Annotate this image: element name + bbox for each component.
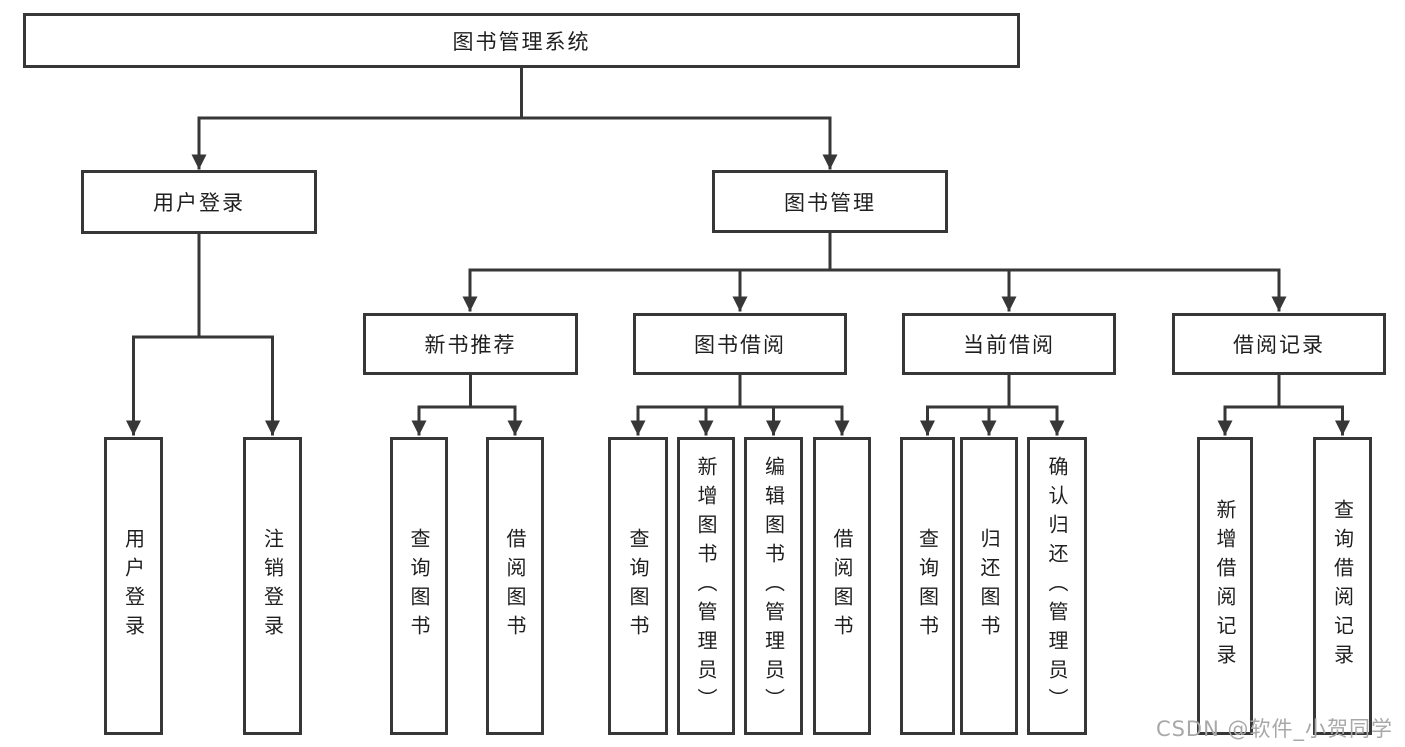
leaf-return-books: 归还图书 xyxy=(960,437,1018,735)
leaf-query-borrow-record: 查询借阅记录 xyxy=(1313,437,1372,735)
node-borrow-records: 借阅记录 xyxy=(1172,313,1386,375)
leaf-user-login: 用户登录 xyxy=(104,437,163,735)
leaf-logout: 注销登录 xyxy=(243,437,302,735)
leaf-borrow-query-books: 查询图书 xyxy=(608,437,668,735)
node-current-borrow: 当前借阅 xyxy=(902,313,1116,375)
leaf-edit-books-admin: 编辑图书（管理员） xyxy=(744,437,803,735)
leaf-add-borrow-record: 新增借阅记录 xyxy=(1197,437,1253,735)
leaf-borrow-books: 借阅图书 xyxy=(813,437,871,735)
leaf-confirm-return-admin: 确认归还（管理员） xyxy=(1027,437,1087,735)
node-book-management: 图书管理 xyxy=(712,170,948,233)
leaf-add-books-admin: 新增图书（管理员） xyxy=(677,437,735,735)
node-book-borrow: 图书借阅 xyxy=(633,313,847,375)
node-new-book-recommend: 新书推荐 xyxy=(363,313,578,375)
csdn-watermark: CSDN @软件_小贺同学 xyxy=(1155,717,1393,741)
leaf-recommend-query-books: 查询图书 xyxy=(390,437,448,735)
leaf-recommend-borrow-books: 借阅图书 xyxy=(486,437,544,735)
node-library-management-system: 图书管理系统 xyxy=(23,13,1020,68)
node-user-login: 用户登录 xyxy=(81,170,317,234)
leaf-current-query-books: 查询图书 xyxy=(900,437,955,735)
